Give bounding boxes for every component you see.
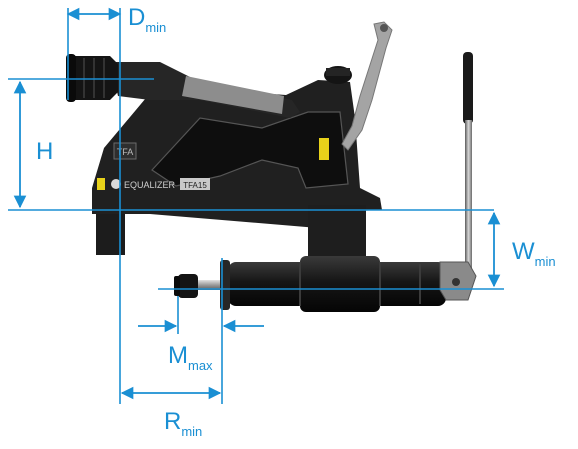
model-plate xyxy=(180,178,210,190)
m-max-label: Mmax xyxy=(168,342,213,373)
brand-name: EQUALIZER xyxy=(124,180,176,190)
model-number: TFA15 xyxy=(183,181,207,190)
pump-handle-grip xyxy=(463,52,473,124)
tool-foot xyxy=(96,205,125,255)
d-min-label: Dmin xyxy=(128,4,167,35)
piston-rod xyxy=(196,280,230,290)
r-min-label: Rmin xyxy=(164,408,203,439)
dimension-lines xyxy=(8,7,504,404)
pump-housing xyxy=(308,205,366,265)
arm-label-band xyxy=(182,76,284,114)
ram-head xyxy=(178,274,198,298)
spreader-tool: TFA EQUALIZER TFA15 xyxy=(66,21,477,312)
h-label: H xyxy=(36,138,54,165)
warning-sticker xyxy=(319,138,329,160)
w-min-label: Wmin xyxy=(512,238,556,269)
release-lever xyxy=(341,21,393,151)
cylinder-collar xyxy=(300,256,380,312)
brand-logo-icon xyxy=(111,179,121,189)
logo-badge-mark: TFA xyxy=(117,147,134,157)
side-plate-cutout xyxy=(151,111,349,189)
pump-handle-rod xyxy=(465,120,472,270)
warning-sticker-small xyxy=(97,178,105,190)
